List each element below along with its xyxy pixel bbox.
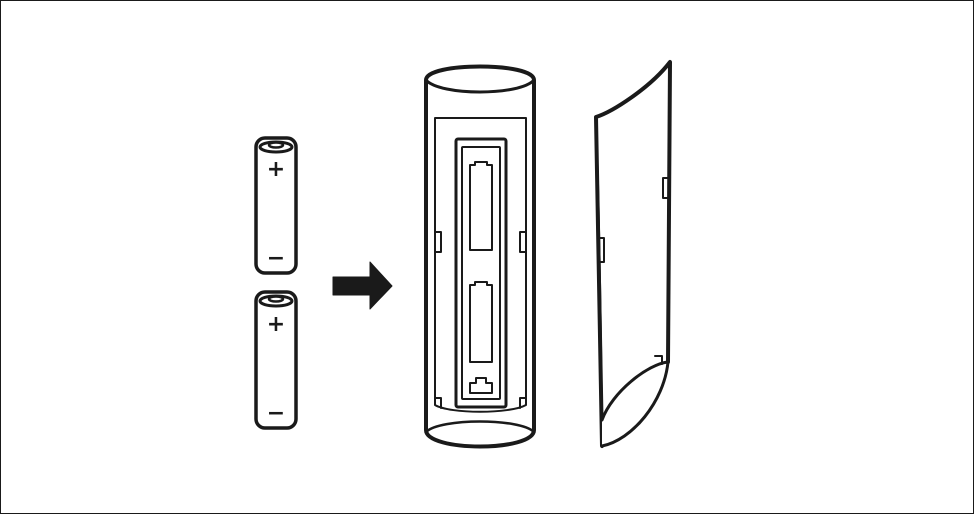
battery-top-positive: + — [267, 157, 285, 182]
battery-top-negative: − — [267, 246, 285, 271]
battery-bottom: + − — [254, 290, 298, 430]
battery-bottom-negative: − — [267, 401, 285, 426]
battery-cover — [594, 60, 672, 448]
battery-compartment — [454, 137, 508, 409]
arrow-right-icon — [332, 261, 393, 310]
battery-top: + − — [254, 136, 298, 275]
battery-bottom-positive: + — [267, 312, 285, 337]
